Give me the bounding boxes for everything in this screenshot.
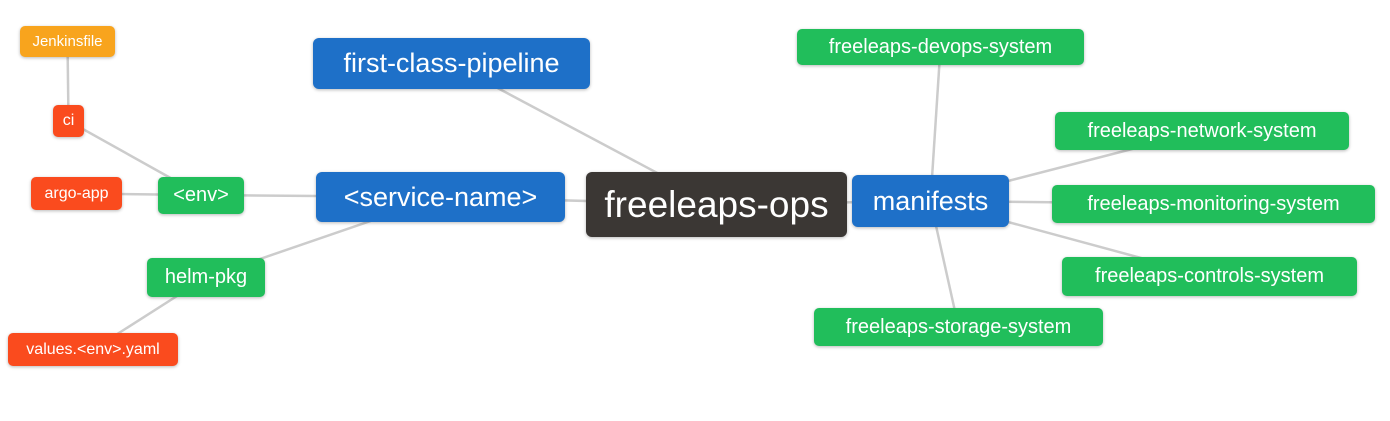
node-values-env-yaml[interactable]: values.<env>.yaml bbox=[8, 333, 178, 366]
node-first-class-pipeline[interactable]: first-class-pipeline bbox=[313, 38, 590, 89]
node-manifests[interactable]: manifests bbox=[852, 175, 1009, 227]
node-argo-app[interactable]: argo-app bbox=[31, 177, 122, 210]
node-freeleaps-monitoring-system[interactable]: freeleaps-monitoring-system bbox=[1052, 185, 1375, 223]
node-ci[interactable]: ci bbox=[53, 105, 84, 137]
node-service-name[interactable]: <service-name> bbox=[316, 172, 565, 222]
node-freeleaps-controls-system[interactable]: freeleaps-controls-system bbox=[1062, 257, 1357, 296]
node-helm-pkg[interactable]: helm-pkg bbox=[147, 258, 265, 297]
node-jenkinsfile[interactable]: Jenkinsfile bbox=[20, 26, 115, 57]
node-freeleaps-ops[interactable]: freeleaps-ops bbox=[586, 172, 847, 237]
node-freeleaps-storage-system[interactable]: freeleaps-storage-system bbox=[814, 308, 1103, 346]
node-freeleaps-devops-system[interactable]: freeleaps-devops-system bbox=[797, 29, 1084, 65]
node-freeleaps-network-system[interactable]: freeleaps-network-system bbox=[1055, 112, 1349, 150]
node-env[interactable]: <env> bbox=[158, 177, 244, 214]
